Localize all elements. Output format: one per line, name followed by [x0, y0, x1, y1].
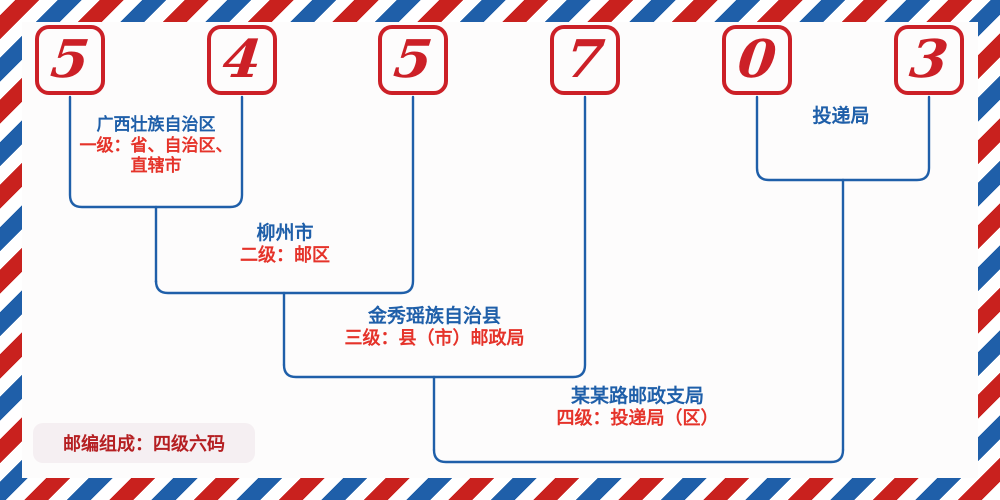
level-2-label: 柳州市 二级：邮区	[165, 222, 405, 267]
level-4-name: 某某路邮政支局	[570, 385, 704, 407]
bracket-level-4	[432, 448, 845, 464]
delivery-group-label: 投递局	[760, 105, 922, 128]
level-1-label: 广西壮族自治区 一级：省、自治区、直辖市	[76, 115, 236, 177]
delivery-group-name: 投递局	[812, 105, 870, 127]
level-3-name: 金秀瑶族自治县	[367, 305, 501, 327]
level-2-tier: 二级：邮区	[240, 245, 330, 266]
level-2-name: 柳州市	[256, 222, 314, 244]
level-1-name: 广西壮族自治区	[96, 115, 216, 135]
level-3-label: 金秀瑶族自治县 三级：县（市）邮政局	[292, 305, 577, 350]
level-4-tier: 四级：投递局（区）	[556, 408, 719, 429]
level-4-label: 某某路邮政支局 四级：投递局（区）	[445, 385, 830, 430]
level-3-tier: 三级：县（市）邮政局	[344, 328, 525, 349]
postcode-composition-badge: 邮编组成：四级六码	[33, 423, 255, 463]
level-1-tier: 一级：省、自治区、直辖市	[79, 135, 233, 176]
badge-label: 邮编组成：四级六码	[63, 434, 225, 455]
